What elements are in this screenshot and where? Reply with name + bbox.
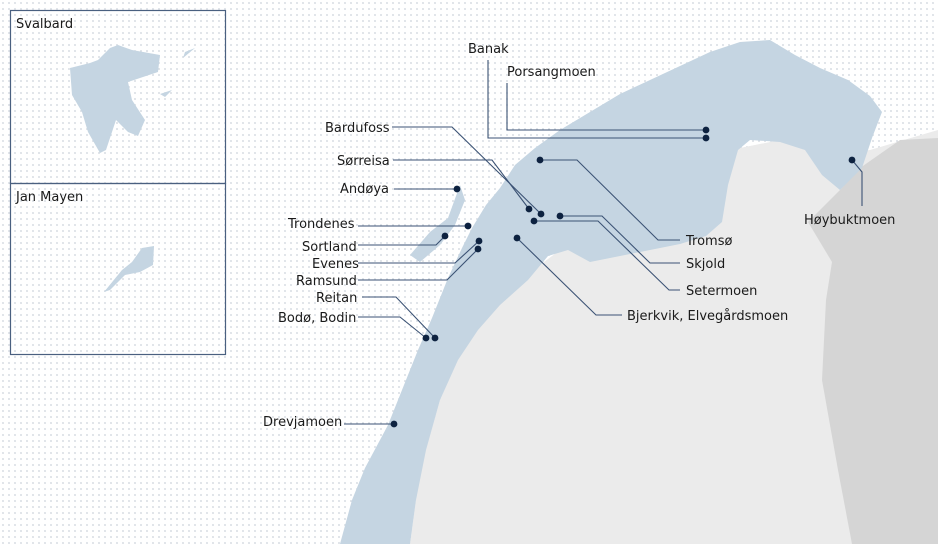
lofoten-islands [410, 185, 465, 262]
label-andoya: Andøya [340, 182, 389, 197]
label-bardufoss: Bardufoss [325, 121, 390, 136]
marker-reitan[interactable] [431, 334, 439, 342]
marker-evenes[interactable] [475, 237, 483, 245]
label-drevjamoen: Drevjamoen [263, 415, 342, 430]
marker-bjerkvik[interactable] [513, 234, 521, 242]
marker-setermoen[interactable] [530, 217, 538, 225]
label-bjerkvik: Bjerkvik, Elvegårdsmoen [627, 309, 788, 324]
marker-tromso[interactable] [536, 156, 544, 164]
label-banak: Banak [468, 42, 509, 57]
marker-porsangmoen[interactable] [702, 126, 710, 134]
jan-mayen-inset [9, 182, 227, 356]
marker-bodo[interactable] [422, 334, 430, 342]
marker-drevjamoen[interactable] [390, 420, 398, 428]
svalbard-label: Svalbard [16, 17, 73, 32]
label-setermoen: Setermoen [686, 284, 757, 299]
label-bodo: Bodø, Bodin [278, 311, 356, 326]
marker-andoya[interactable] [453, 185, 461, 193]
marker-skjold[interactable] [556, 212, 564, 220]
jan-mayen-shape [104, 246, 154, 292]
marker-trondenes[interactable] [464, 222, 472, 230]
marker-bardufoss[interactable] [537, 210, 545, 218]
marker-ramsund[interactable] [474, 245, 482, 253]
label-sorreisa: Sørreisa [337, 154, 390, 169]
marker-sortland[interactable] [441, 232, 449, 240]
marker-sorreisa[interactable] [525, 205, 533, 213]
label-porsangmoen: Porsangmoen [507, 65, 596, 80]
leader-lines [344, 60, 863, 425]
jan-mayen-label: Jan Mayen [15, 190, 83, 205]
label-reitan: Reitan [316, 291, 357, 306]
marker-banak[interactable] [702, 134, 710, 142]
russia-land [808, 138, 938, 544]
label-trondenes: Trondenes [287, 217, 355, 232]
sweden-finland-land [410, 130, 938, 544]
label-ramsund: Ramsund [296, 274, 357, 289]
marker-hoybuktmoen[interactable] [848, 156, 856, 164]
label-tromso: Tromsø [685, 234, 732, 249]
svalbard-shape [70, 45, 195, 153]
label-skjold: Skjold [686, 257, 725, 272]
label-hoybuktmoen: Høybuktmoen [804, 213, 895, 228]
label-sortland: Sortland [302, 240, 357, 255]
norway-land [340, 40, 882, 544]
markers [390, 126, 856, 428]
label-evenes: Evenes [312, 257, 359, 272]
